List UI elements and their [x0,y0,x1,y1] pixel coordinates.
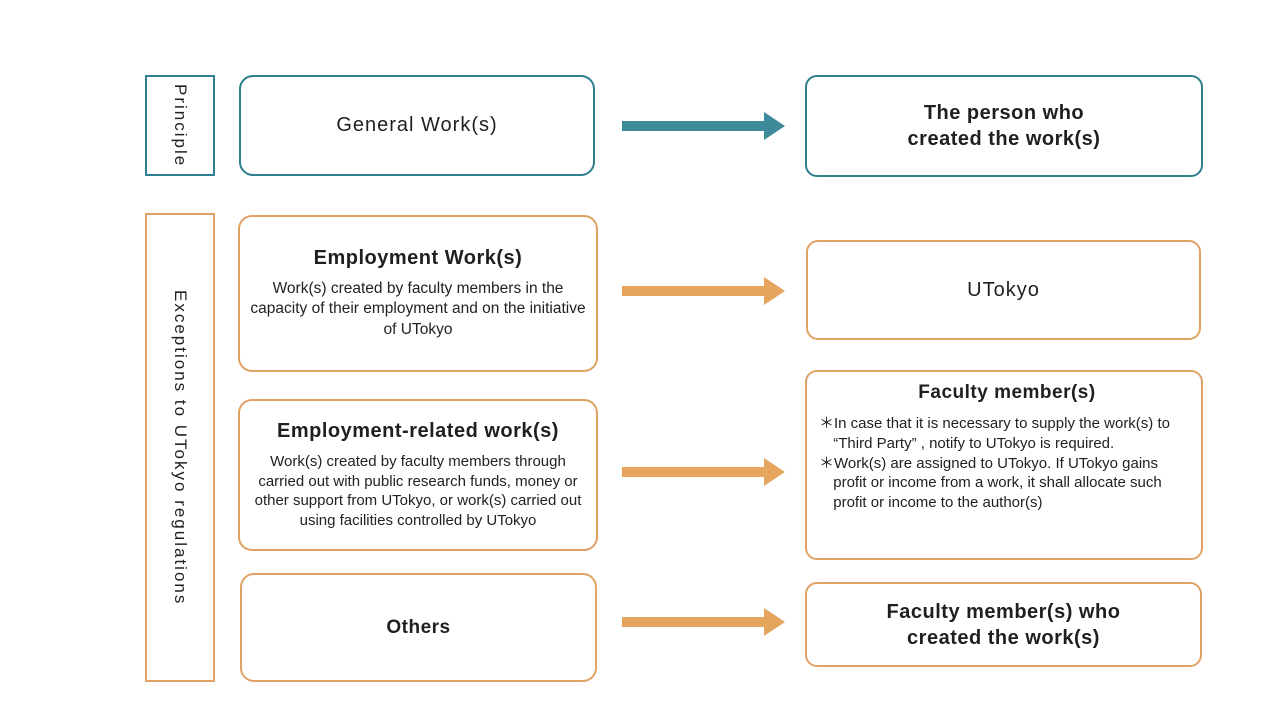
employment-works-box: Employment Work(s) Work(s) created by fa… [238,215,598,372]
others-title: Others [386,616,451,638]
employment-related-box: Employment-related work(s) Work(s) creat… [238,399,598,551]
arrow-head-icon [764,277,785,305]
employment-works-desc: Work(s) created by faculty members in th… [250,280,586,338]
person-created-box: The person who created the work(s) [805,75,1203,177]
faculty-members-notes: ＊In case that it is necessary to supply … [819,414,1195,513]
principle-label-box: Principle [145,75,215,176]
employment-related-flow-arrow [622,458,785,486]
utokyo-box: UTokyo [806,240,1201,340]
arrow-shaft [622,617,764,627]
faculty-created-title: Faculty member(s) who created the work(s… [886,600,1121,649]
others-flow-arrow [622,608,785,636]
others-box: Others [240,573,597,682]
employment-related-title: Employment-related work(s) [277,420,559,442]
general-works-title: General Work(s) [336,114,498,136]
principle-label: Principle [171,83,190,168]
faculty-note-third-party: ＊In case that it is necessary to supply … [819,415,1170,452]
faculty-note-assignment: ＊Work(s) are assigned to UTokyo. If UTok… [819,454,1162,512]
arrow-shaft [622,286,764,296]
arrow-head-icon [764,112,785,140]
person-created-title: The person who created the work(s) [907,102,1101,150]
employment-related-desc: Work(s) created by faculty members throu… [254,453,582,529]
arrow-shaft [622,467,764,477]
employment-works-title: Employment Work(s) [313,247,523,270]
employment-flow-arrow [622,277,785,305]
exceptions-label-box: Exceptions to UTokyo regulations [145,213,215,682]
arrow-shaft [622,121,764,131]
arrow-head-icon [764,458,785,486]
exceptions-label: Exceptions to UTokyo regulations [171,289,190,606]
faculty-created-box: Faculty member(s) who created the work(s… [805,582,1202,667]
faculty-members-box: Faculty member(s) ＊In case that it is ne… [805,370,1203,560]
utokyo-title: UTokyo [967,278,1040,301]
faculty-members-title: Faculty member(s) [918,382,1096,403]
arrow-head-icon [764,608,785,636]
general-works-box: General Work(s) [239,75,595,176]
general-flow-arrow [622,112,785,140]
